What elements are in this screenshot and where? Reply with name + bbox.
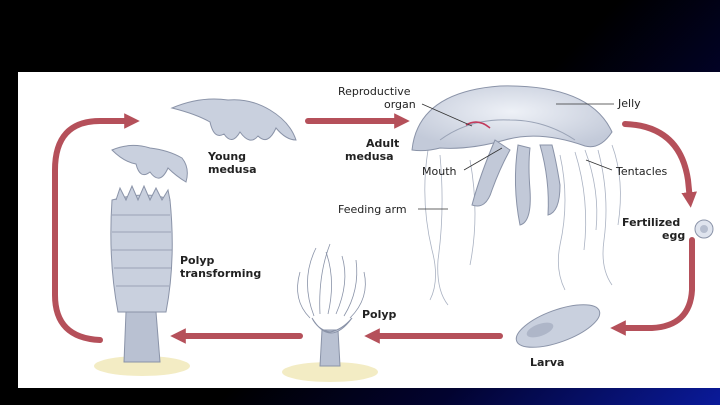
larva [511, 296, 605, 356]
label-polyp: Polyp [362, 308, 397, 321]
label-young-medusa-line2: medusa [208, 163, 257, 176]
life-cycle-diagram: Reproductive organ Jelly Adult medusa Mo… [18, 72, 720, 388]
label-tentacles: Tentacles [615, 165, 668, 178]
arrow-egg-to-larva [618, 240, 692, 328]
bell [412, 86, 612, 151]
label-polyp-transforming-line2: transforming [180, 267, 261, 280]
adult-medusa [412, 86, 620, 305]
label-adult-medusa-line2: medusa [345, 150, 394, 163]
young-medusa [112, 99, 296, 182]
label-fertilized-egg-line1: Fertilized [622, 216, 680, 229]
label-reproductive-organ-line2: organ [384, 98, 416, 111]
feeding-arms [472, 140, 560, 225]
label-jelly: Jelly [617, 97, 641, 110]
label-fertilized-egg-line2: egg [662, 229, 685, 242]
label-young-medusa-line1: Young [207, 150, 246, 163]
polyp-transforming [94, 186, 190, 376]
label-reproductive-organ-line1: Reproductive [338, 85, 411, 98]
label-larva: Larva [530, 356, 564, 369]
label-polyp-transforming-line1: Polyp [180, 254, 215, 267]
label-adult-medusa-line1: Adult [366, 137, 399, 150]
label-mouth: Mouth [422, 165, 457, 178]
arrow-adult-to-egg [625, 124, 690, 200]
jellyfish-life-cycle-figure: Reproductive organ Jelly Adult medusa Mo… [18, 72, 720, 388]
label-feeding-arm: Feeding arm [338, 203, 407, 216]
fertilized-egg [695, 220, 713, 238]
